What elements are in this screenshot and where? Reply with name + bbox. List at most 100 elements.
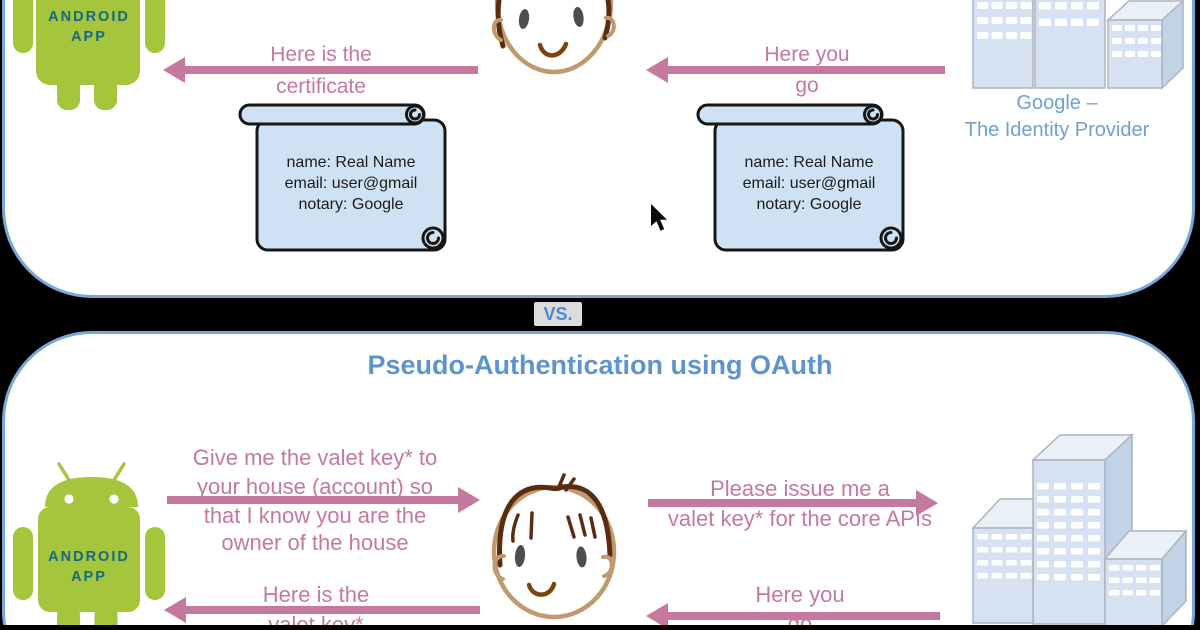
scroll-top-roll [696, 103, 884, 126]
user-face-top [492, 0, 616, 75]
right-request-line2: valet key* for the core APIs [667, 506, 933, 531]
certificate-email: email: user@gmail [742, 175, 876, 192]
here-you-go-arrow [667, 66, 945, 74]
request-message-line4: owner of the house [221, 530, 409, 555]
android-label-line1: ANDROID [48, 549, 130, 565]
request-message-line2: your house (account) so [196, 474, 434, 499]
provider-response-arrow [667, 612, 940, 620]
right-response-line1: Here you [755, 582, 845, 607]
certificate-name: name: Real Name [744, 154, 874, 171]
valet-key-request-arrow-head [458, 487, 480, 513]
certificate-text-left: name: Real Name email: user@gmail notary… [257, 152, 445, 215]
hair-arc [497, 484, 613, 568]
face-outline [494, 0, 614, 75]
left-eye [514, 545, 526, 567]
certificate-message-line1: Here is the [270, 43, 372, 66]
certificate-arrow [184, 66, 478, 74]
android-label-line2: APP [71, 29, 107, 45]
building-windows [1037, 483, 1101, 582]
here-you-go-line2: go [795, 74, 819, 97]
building-windows [977, 534, 1032, 580]
mouse-cursor-icon [651, 204, 667, 231]
robot-antenna [57, 462, 71, 482]
robot-arm [145, 0, 165, 53]
smile [537, 41, 569, 58]
letterbox-strip [0, 625, 1200, 630]
android-app-icon-bottom: ANDROID APP [13, 462, 165, 630]
scroll-curl-detail [426, 231, 440, 245]
right-ear [604, 15, 616, 38]
building-windows [977, 2, 1033, 40]
building-windows [1109, 565, 1160, 596]
robot-arm [13, 0, 33, 53]
hair-cowlick [556, 473, 566, 491]
building-left-top [971, 498, 1034, 529]
issue-valet-key-arrow [648, 499, 916, 507]
certificate-scroll-left [238, 103, 447, 252]
certificate-email: email: user@gmail [284, 175, 418, 192]
google-buildings-top [972, 0, 1185, 90]
hair-left [495, 0, 506, 49]
scroll-curl-detail [884, 231, 898, 245]
here-you-go-line1: Here you [764, 43, 850, 66]
left-ear [492, 18, 503, 42]
right-ear [601, 554, 614, 578]
robot-body [38, 507, 140, 612]
left-eye [518, 9, 530, 29]
certificate-text-right: name: Real Name email: user@gmail notary… [715, 152, 903, 215]
right-request-line1: Please issue me a [710, 476, 890, 501]
valet-key-request-arrow [167, 496, 458, 504]
request-message-line3: that I know you are the [203, 503, 427, 528]
left-response-line1: Here is the [262, 582, 370, 607]
left-lash [511, 513, 520, 543]
user-face-bottom [491, 473, 617, 620]
android-app-icon-top: ANDROID APP [13, 0, 165, 110]
certificate-notary: notary: Google [298, 196, 404, 213]
robot-eye [64, 494, 74, 504]
robot-arm [145, 527, 165, 600]
android-label-line2: APP [71, 569, 107, 585]
building-windows [1112, 25, 1162, 57]
google-buildings-bottom [971, 433, 1188, 628]
robot-body [36, 0, 140, 85]
issue-valet-key-arrow-head [916, 490, 938, 516]
building-windows [1039, 2, 1100, 27]
robot-eye [109, 494, 119, 504]
provider-label-line2: The Identity Provider [964, 119, 1150, 141]
left-lash [529, 511, 534, 540]
robot-arm [13, 527, 33, 600]
provider-response-arrow-head [646, 603, 668, 629]
vs-badge: VS. [534, 302, 582, 326]
right-eye [573, 7, 584, 27]
request-message-line1: Give me the valet key* to [192, 445, 438, 470]
scroll-curl-bottom [879, 226, 903, 250]
face-outline [491, 484, 617, 620]
android-label-line1: ANDROID [48, 9, 130, 25]
here-you-go-arrow-head [646, 57, 668, 83]
scroll-curl-top [863, 104, 883, 125]
vs-label: VS. [543, 303, 573, 324]
robot-antenna [112, 462, 126, 482]
right-eye [576, 546, 587, 568]
certificate-arrow-head [163, 57, 185, 83]
robot-head [45, 477, 138, 507]
provider-label-line1: Google – [1016, 92, 1098, 114]
scroll-top-roll [238, 103, 426, 126]
right-lash [566, 515, 576, 539]
right-lash [589, 516, 597, 539]
scroll-curl-top [405, 104, 425, 125]
oauth-panel-title: Pseudo-Authentication using OAuth [367, 350, 833, 380]
hair-cowlick [564, 477, 576, 492]
left-ear [492, 554, 506, 581]
certificate-name: name: Real Name [286, 154, 416, 171]
certificate-message-line2: certificate [276, 75, 366, 98]
valet-key-response-arrow-head [164, 597, 186, 623]
scroll-curl-bottom [421, 226, 445, 250]
scroll-curl-detail [409, 108, 421, 121]
valet-key-response-arrow [185, 606, 480, 614]
right-lash [578, 513, 587, 537]
smile [526, 581, 557, 597]
certificate-scroll-right [696, 103, 905, 252]
scroll-curl-detail [867, 108, 879, 121]
